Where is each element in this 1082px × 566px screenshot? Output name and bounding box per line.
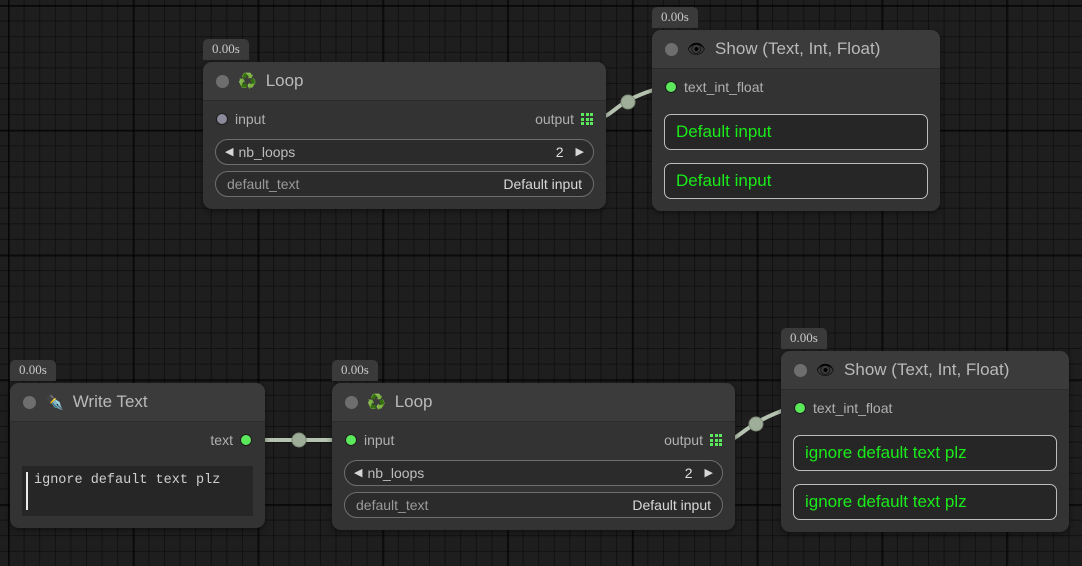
text-caret	[26, 472, 28, 510]
node-loop-1[interactable]: ♻️ Loop input output ◀ nb_loops 2 ▶	[203, 62, 606, 209]
recycle-icon: ♻️	[367, 393, 386, 411]
input-port-label: text_int_float	[813, 400, 893, 416]
value-display-2: Default input	[664, 163, 928, 199]
value-display-2: ignore default text plz	[793, 484, 1057, 520]
node-body-show-2: text_int_float ignore default text plz i…	[781, 390, 1069, 532]
field-nb-loops-stepper[interactable]: ◀ nb_loops 2 ▶	[344, 460, 723, 486]
output-port-label: output	[535, 111, 574, 127]
node-header-loop-1[interactable]: ♻️ Loop	[203, 62, 606, 101]
field-nb-loops-stepper[interactable]: ◀ nb_loops 2 ▶	[215, 139, 594, 165]
input-port-dot[interactable]	[665, 81, 677, 93]
node-header-show-2[interactable]: 👁 Show (Text, Int, Float)	[781, 351, 1069, 390]
node-title: Loop	[394, 392, 433, 411]
input-port-label: input	[364, 432, 395, 448]
node-collapse-dot[interactable]	[216, 74, 229, 88]
stepper-increment-icon[interactable]: ▶	[704, 466, 713, 479]
time-badge-loop-2: 0.00s	[332, 360, 378, 382]
time-badge-show-2: 0.00s	[781, 328, 827, 350]
grid-icon[interactable]	[710, 434, 722, 446]
time-badge-loop-1: 0.00s	[203, 39, 249, 61]
value-display-1: Default input	[664, 114, 928, 150]
output-port-label: output	[664, 432, 703, 448]
node-title: Write Text	[72, 392, 148, 411]
field-value[interactable]: Default input	[503, 176, 582, 192]
port-row: input output	[215, 109, 594, 133]
output-port-label: text	[210, 432, 233, 448]
time-badge-show-1: 0.00s	[652, 7, 698, 29]
pen-nib-icon: ✒️	[45, 393, 64, 411]
input-port-dot[interactable]	[794, 402, 806, 414]
eye-icon: 👁	[816, 361, 836, 379]
recycle-icon: ♻️	[238, 72, 257, 90]
input-port-dot[interactable]	[216, 113, 228, 125]
time-badge-write-text: 0.00s	[10, 360, 56, 382]
stepper-decrement-icon[interactable]: ◀	[225, 145, 234, 158]
eye-icon: 👁	[687, 40, 707, 58]
node-collapse-dot[interactable]	[665, 42, 678, 56]
port-row: text_int_float	[664, 77, 928, 101]
field-label: default_text	[356, 497, 429, 513]
node-header-loop-2[interactable]: ♻️ Loop	[332, 383, 735, 422]
node-body-loop-1: input output ◀ nb_loops 2 ▶ default_text…	[203, 101, 606, 209]
node-write-text[interactable]: ✒️ Write Text text ignore default text p…	[10, 383, 265, 528]
text-editor[interactable]: ignore default text plz	[22, 466, 253, 516]
stepper-decrement-icon[interactable]: ◀	[354, 466, 363, 479]
node-title: Show (Text, Int, Float)	[844, 360, 1010, 379]
node-body-show-1: text_int_float Default input Default inp…	[652, 69, 940, 211]
field-value[interactable]: 2	[684, 465, 693, 481]
node-body-loop-2: input output ◀ nb_loops 2 ▶ default_text…	[332, 422, 735, 530]
node-loop-2[interactable]: ♻️ Loop input output ◀ nb_loops 2 ▶	[332, 383, 735, 530]
output-port-dot[interactable]	[240, 434, 252, 446]
node-show-1[interactable]: 👁 Show (Text, Int, Float) text_int_float…	[652, 30, 940, 211]
stepper-increment-icon[interactable]: ▶	[575, 145, 584, 158]
field-label: default_text	[227, 176, 300, 192]
node-show-2[interactable]: 👁 Show (Text, Int, Float) text_int_float…	[781, 351, 1069, 532]
node-header-show-1[interactable]: 👁 Show (Text, Int, Float)	[652, 30, 940, 69]
input-port-label: text_int_float	[684, 79, 764, 95]
field-default-text[interactable]: default_text Default input	[344, 492, 723, 518]
node-title: Loop	[265, 71, 304, 90]
node-collapse-dot[interactable]	[345, 395, 358, 409]
node-collapse-dot[interactable]	[23, 395, 36, 409]
value-display-1: ignore default text plz	[793, 435, 1057, 471]
node-collapse-dot[interactable]	[794, 363, 807, 377]
node-title: Show (Text, Int, Float)	[715, 39, 881, 58]
node-header-write-text[interactable]: ✒️ Write Text	[10, 383, 265, 422]
field-label: nb_loops	[238, 144, 296, 160]
port-row: input output	[344, 430, 723, 454]
text-editor-content[interactable]: ignore default text plz	[34, 473, 221, 488]
node-body-write-text: text ignore default text plz	[10, 422, 265, 528]
field-default-text[interactable]: default_text Default input	[215, 171, 594, 197]
input-port-label: input	[235, 111, 266, 127]
input-port-dot[interactable]	[345, 434, 357, 446]
port-row: text_int_float	[793, 398, 1057, 422]
port-row: text	[22, 430, 253, 454]
grid-icon[interactable]	[581, 113, 593, 125]
field-value[interactable]: Default input	[632, 497, 711, 513]
field-value[interactable]: 2	[555, 144, 564, 160]
field-label: nb_loops	[367, 465, 425, 481]
